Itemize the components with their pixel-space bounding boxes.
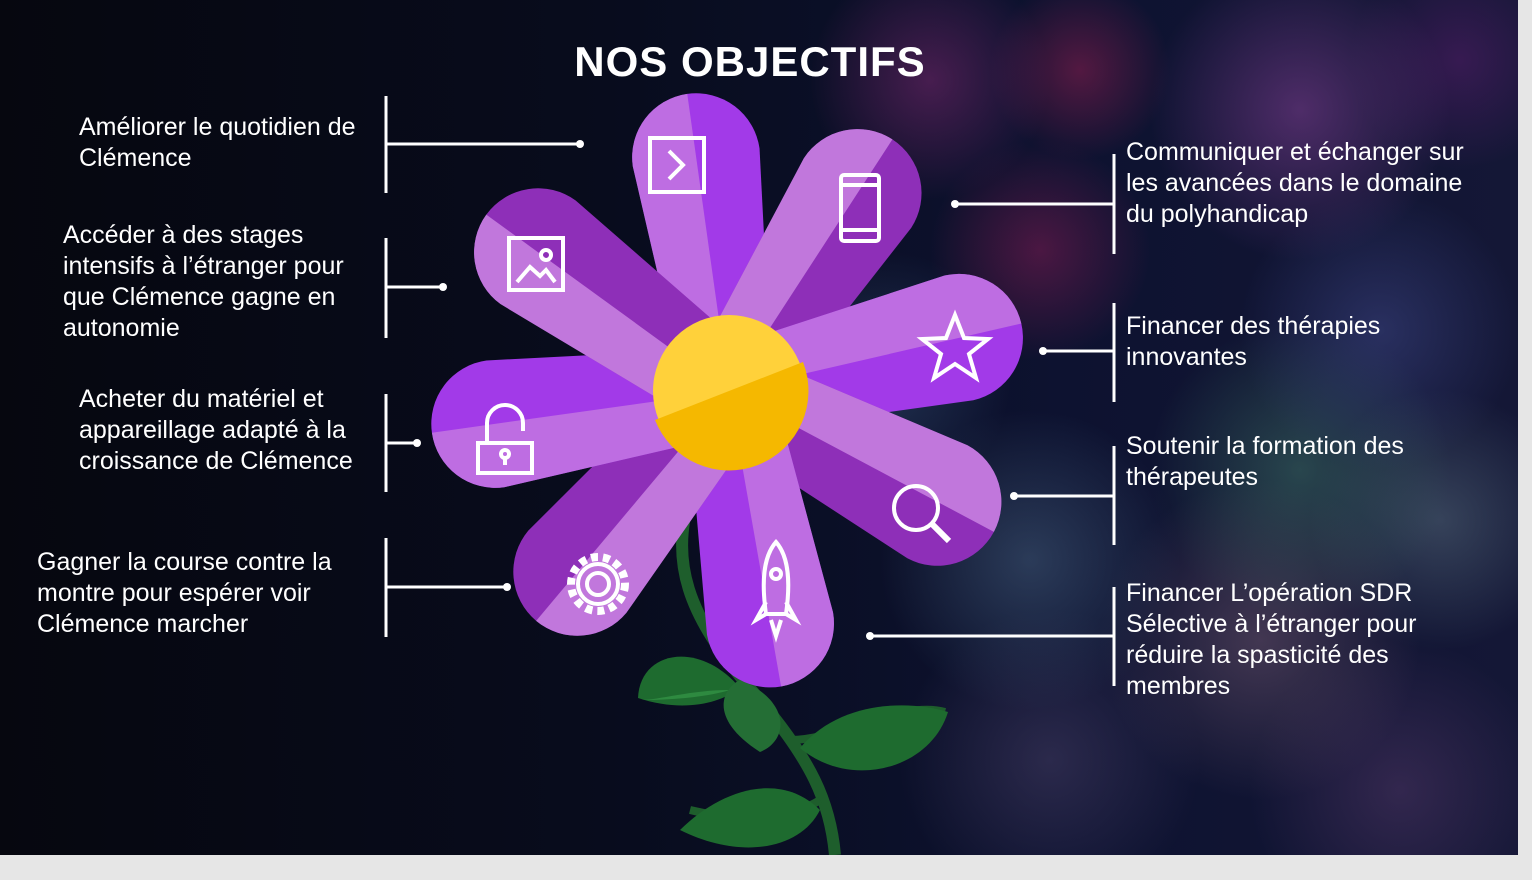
star-icon xyxy=(916,309,994,383)
objective-label-left-2: Accéder à des stages intensifs à l’étran… xyxy=(63,221,344,342)
image-icon xyxy=(507,236,565,292)
slide: NOS OBJECTIFS Améliorer le quotidien de … xyxy=(0,0,1518,855)
connector-dots xyxy=(413,140,1047,640)
padlock-icon xyxy=(476,403,534,475)
gear-icon xyxy=(567,553,629,615)
smartphone-icon xyxy=(839,173,881,243)
objective-label-left-4: Gagner la course contre la montre pour e… xyxy=(37,548,332,638)
flower-center xyxy=(653,315,809,471)
leaf xyxy=(723,680,781,752)
objective-label-right-1: Communiquer et échanger sur les avancées… xyxy=(1126,138,1464,228)
leaf xyxy=(800,705,948,771)
magnifier-icon xyxy=(892,484,952,544)
rocket-icon xyxy=(750,538,802,643)
leaf xyxy=(680,788,820,848)
flower-diagram xyxy=(384,93,1116,855)
page-title: NOS OBJECTIFS xyxy=(574,38,926,85)
objective-label-right-3: Soutenir la formation des thérapeutes xyxy=(1126,432,1404,491)
leaf xyxy=(640,690,730,700)
connector-lines xyxy=(384,96,1116,686)
objective-label-left-1: Améliorer le quotidien de Clémence xyxy=(79,113,356,172)
chevron-right-square-icon xyxy=(648,136,706,194)
objective-label-right-4: Financer L’opération SDR Sélective à l’é… xyxy=(1126,579,1417,700)
objective-label-right-2: Financer des thérapies innovantes xyxy=(1126,312,1381,371)
objective-label-left-3: Acheter du matériel et appareillage adap… xyxy=(79,385,353,475)
